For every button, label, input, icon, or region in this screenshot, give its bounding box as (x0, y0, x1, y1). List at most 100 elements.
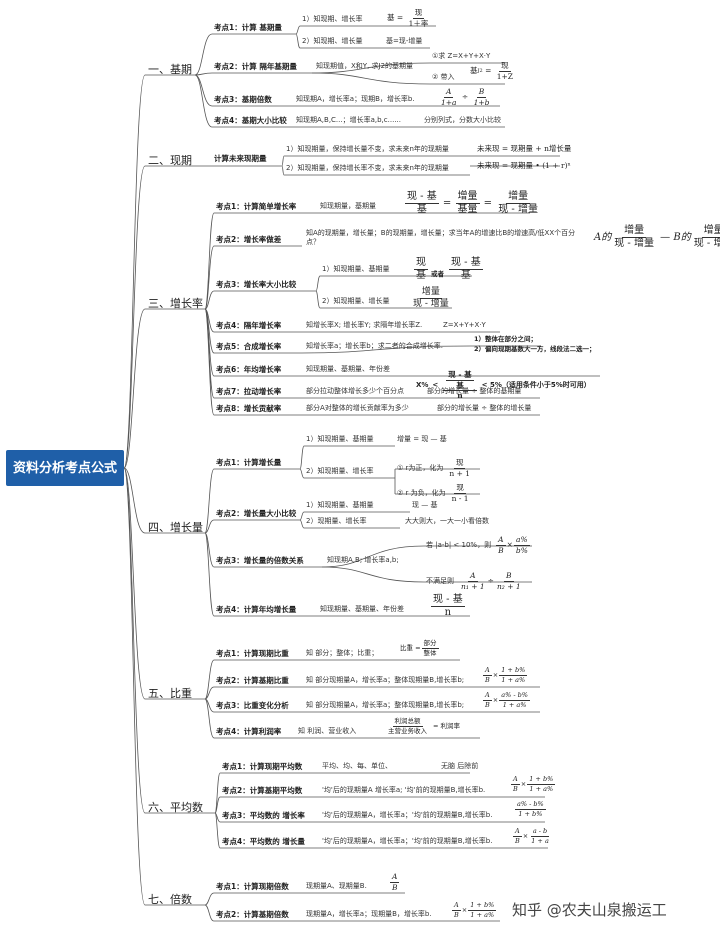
watermark: 知乎 @农夫山泉搬运工 (512, 901, 667, 919)
section-base-period[interactable]: 一、基期 (148, 63, 192, 76)
kp-link-27 (204, 904, 215, 922)
s6-k3-desc: '均'后的现期量A，增长率a；'均'前的现期量B,增长率b. (322, 811, 493, 819)
kp-link-13 (204, 308, 215, 416)
s4-k2-title[interactable]: 考点2：增长量大小比较 (216, 509, 297, 518)
sub-link-1 (295, 25, 301, 35)
s3-k1-formula: 现 - 基基 = 增量基量 = 增量现 - 增量 (405, 191, 538, 215)
s3-k8-title[interactable]: 考点8：增长贡献率 (216, 404, 282, 413)
s6-k3-title[interactable]: 考点3：平均数的 增长率 (222, 811, 305, 820)
s3-k1-title[interactable]: 考点1：计算简单增长率 (216, 202, 297, 211)
section-average[interactable]: 六、平均数 (148, 801, 203, 814)
sub-link-4 (311, 72, 431, 85)
s2-k1-title[interactable]: 计算未来现期量 (214, 154, 267, 163)
s1-k2-title[interactable]: 考点2：计算 隔年基期量 (214, 62, 297, 71)
kp-link-25 (214, 812, 221, 849)
section-growth-amount[interactable]: 四、增长量 (148, 521, 203, 534)
s7-k1-title[interactable]: 考点1：计算现期倍数 (216, 882, 289, 891)
kp-link-2 (194, 72, 213, 76)
sub-link-8 (315, 290, 321, 309)
s5-k2-title[interactable]: 考点2：计算基期比重 (216, 676, 289, 685)
s3-k7-value: 部分的增长量 ÷ 整体的基期量 (427, 387, 522, 395)
s6-k3-formula: a% - b%1 + b% (515, 800, 546, 818)
kp-link-18 (204, 659, 215, 700)
s6-k4-desc: '均'后的现期量A，增长率a；'均'前的现期量B,增长率b. (322, 837, 493, 845)
s1-k1-case2: 2）知现期、增长量 (302, 37, 363, 45)
s1-k1-case1: 1）知现期、增长率 (302, 15, 363, 23)
sub-link-16 (321, 545, 425, 568)
s5-k1-title[interactable]: 考点1：计算现期比重 (216, 649, 289, 658)
s3-k3-title[interactable]: 考点3：增长率大小比较 (216, 280, 297, 289)
sub-link-10 (299, 445, 305, 470)
s5-k3-desc: 知 部分现期量A，增长率a；整体现期量B,增长率b; (306, 701, 465, 709)
s1-k2-desc: 知现期值，X和Y, 求J2的基期量 (316, 62, 414, 70)
s6-k4-title[interactable]: 考点4：平均数的 增长量 (222, 837, 305, 846)
s4-k3-desc: 知现期A,B; 增长率a,b; (327, 556, 399, 564)
s3-k2-title[interactable]: 考点2：增长率做差 (216, 235, 282, 244)
root-link-5 (123, 467, 146, 700)
kp-link-26 (204, 892, 215, 906)
s4-k3-title[interactable]: 考点3：增长量的倍数关系 (216, 556, 304, 565)
s6-k1-title[interactable]: 考点1：计算现期平均数 (222, 762, 303, 771)
s6-k1-value: 无脑 后除前 (441, 762, 479, 770)
s3-k3-formula2: 增量现 - 增量 (413, 287, 449, 309)
s3-k7-title[interactable]: 考点7：拉动增长率 (216, 387, 282, 396)
s4-k4-title[interactable]: 考点4：计算年均增长量 (216, 605, 297, 614)
kp-link-22 (214, 772, 221, 814)
s5-k4-formula: 利润总额主营业务收入 = 利润率 (388, 717, 461, 735)
kp-link-8 (204, 290, 215, 310)
sub-link-15 (299, 519, 305, 529)
kp-link-17 (204, 532, 215, 617)
s3-k8-desc: 部分A对整体的增长贡献率为多少 (306, 404, 409, 412)
sub-link-6 (281, 165, 285, 176)
section-current-period[interactable]: 二、现期 (148, 154, 192, 167)
kp-link-16 (204, 532, 215, 568)
root-link-2 (123, 165, 146, 469)
root-link-3 (123, 308, 146, 469)
s5-k3-title[interactable]: 考点3：比重变化分析 (216, 701, 289, 710)
s7-k2-title[interactable]: 考点2：计算基期倍数 (216, 910, 289, 919)
s7-k1-desc: 现期量A、现期量B. (306, 882, 367, 890)
s4-k1-title[interactable]: 考点1：计算增长量 (216, 458, 282, 467)
section-growth-rate[interactable]: 三、增长率 (148, 297, 203, 310)
section-proportion[interactable]: 五、比重 (148, 687, 192, 700)
kp-link-4 (194, 74, 213, 128)
root-node[interactable]: 资料分析考点公式 (6, 450, 124, 486)
s5-k1-desc: 知 部分；整体；比重； (306, 649, 379, 657)
s3-k5-rule2: 2）偏向现期基数大一方，线段法二选一； (474, 345, 596, 353)
s6-k2-title[interactable]: 考点2：计算基期平均数 (222, 786, 303, 795)
s5-k4-desc: 知 利润、营业收入 (298, 727, 357, 735)
s1-k1-value2: 基=现-增量 (386, 37, 423, 45)
s1-k4-desc: 知现期A,B,C...；增长率a,b,c...... (296, 116, 401, 124)
kp-link-15 (204, 519, 215, 534)
root-link-1 (123, 74, 146, 469)
s4-k2-case1: 1）知现期量、基期量 (306, 501, 374, 509)
s4-k4-desc: 知现期量、基期量、年份差 (320, 605, 404, 613)
s5-k2-desc: 知 部分现期量A，增长率a；整体现期量B,增长率b; (306, 676, 465, 684)
s1-k3-title[interactable]: 考点3：基期倍数 (214, 95, 272, 104)
s1-k2-step1: ①求 Z=X+Y+X·Y (432, 52, 491, 60)
kp-link-23 (214, 796, 221, 814)
s1-k4-title[interactable]: 考点4：基期大小比较 (214, 116, 287, 125)
sub-link-14 (299, 511, 305, 521)
s5-k1-formula: 比重 = 部分整体 (400, 639, 439, 657)
s7-k2-desc: 现期量A，增长率a；现期量B，增长率b. (306, 910, 432, 918)
section-multiple[interactable]: 七、倍数 (148, 893, 192, 906)
s3-k5-title[interactable]: 考点5：合成增长率 (216, 342, 282, 351)
s2-k1-formula1: 未来现 = 现期量 + n增长量 (477, 144, 572, 153)
s3-k4-title[interactable]: 考点4：隔年增长率 (216, 321, 282, 330)
sub-link-5 (281, 155, 285, 167)
s4-k2-case2: 2）现期量、增长率 (306, 517, 367, 525)
s1-k1-title[interactable]: 考点1：计算 基期量 (214, 23, 282, 32)
s4-k1-case2: 2）知现期量、增长率 (306, 467, 374, 475)
s5-k4-title[interactable]: 考点4：计算利润率 (216, 727, 282, 736)
s3-k6-title[interactable]: 考点6：年均增长率 (216, 365, 282, 374)
